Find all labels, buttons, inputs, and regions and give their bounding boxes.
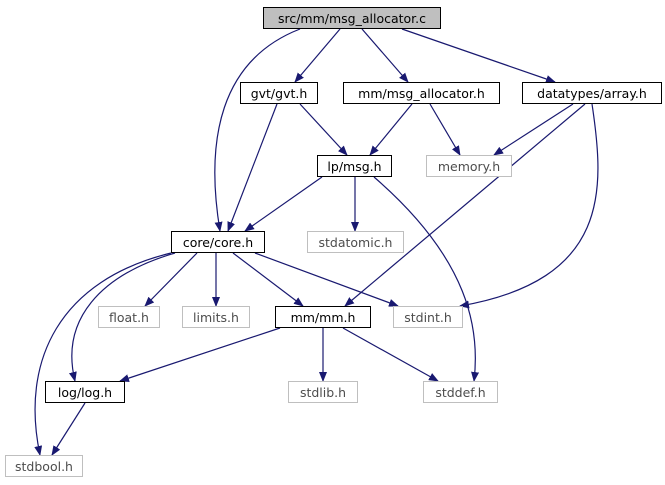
node-mm-msg-allocator-h[interactable]: mm/msg_allocator.h bbox=[343, 82, 500, 104]
edge-core-core-h-to-float-h bbox=[144, 252, 198, 307]
edge-mm-msg-allocator-h-to-lp-msg-h bbox=[369, 103, 413, 156]
node-stdlib-h[interactable]: stdlib.h bbox=[288, 381, 358, 403]
node-log-log-h[interactable]: log/log.h bbox=[45, 381, 125, 403]
edge-msg-allocator-c-to-core-core-h bbox=[214, 28, 301, 232]
node-stddef-h[interactable]: stddef.h bbox=[423, 381, 498, 403]
edge-datatypes-array-h-to-stdint-h bbox=[459, 103, 599, 309]
node-float-h[interactable]: float.h bbox=[98, 306, 160, 328]
node-core-core-h[interactable]: core/core.h bbox=[171, 231, 265, 253]
edge-gvt-h-to-lp-msg-h bbox=[299, 103, 348, 156]
node-datatypes-array-h[interactable]: datatypes/array.h bbox=[522, 82, 662, 104]
edge-mm-mm-h-to-stddef-h bbox=[342, 327, 439, 382]
node-stdint-h[interactable]: stdint.h bbox=[393, 306, 463, 328]
edge-lp-msg-h-to-stddef-h bbox=[373, 176, 480, 382]
node-mm-mm-h[interactable]: mm/mm.h bbox=[275, 306, 371, 328]
node-stdbool-h[interactable]: stdbool.h bbox=[5, 455, 83, 477]
edge-mm-msg-allocator-h-to-memory-h bbox=[429, 103, 461, 156]
node-limits-h[interactable]: limits.h bbox=[182, 306, 250, 328]
edge-core-core-h-to-mm-mm-h bbox=[232, 252, 304, 307]
node-src-mm-msg-allocator-c[interactable]: src/mm/msg_allocator.c bbox=[263, 7, 441, 29]
edge-msg-allocator-c-to-mm-msg-allocator-h bbox=[361, 28, 409, 83]
edge-core-core-h-to-log-log-h bbox=[68, 252, 176, 382]
edge-msg-allocator-c-to-datatypes-array-h bbox=[401, 28, 556, 83]
edge-lp-msg-h-to-core-core-h bbox=[244, 176, 323, 232]
node-memory-h[interactable]: memory.h bbox=[426, 155, 512, 177]
edge-core-core-h-to-stdbool-h bbox=[34, 252, 172, 456]
node-stdatomic-h[interactable]: stdatomic.h bbox=[307, 231, 404, 253]
edge-datatypes-array-h-to-memory-h bbox=[493, 103, 574, 156]
edge-log-log-h-to-stdbool-h bbox=[51, 402, 86, 456]
edge-core-core-h-to-stdint-h bbox=[254, 252, 399, 307]
node-gvt-gvt-h[interactable]: gvt/gvt.h bbox=[240, 82, 318, 104]
edge-msg-allocator-c-to-gvt-h bbox=[294, 28, 341, 83]
edge-gvt-h-to-core-core-h bbox=[227, 103, 278, 232]
edge-datatypes-array-h-to-mm-mm-h bbox=[344, 103, 586, 307]
node-lp-msg-h[interactable]: lp/msg.h bbox=[317, 155, 392, 177]
edge-mm-mm-h-to-log-log-h bbox=[119, 327, 281, 382]
